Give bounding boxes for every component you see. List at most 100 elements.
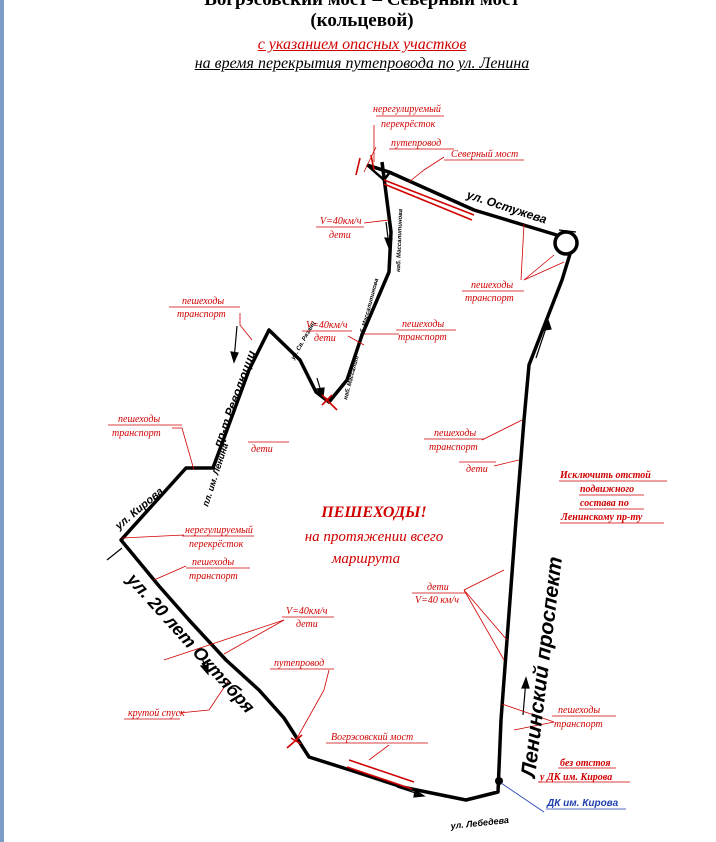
label-ped-left-top-1: пешеходы	[182, 296, 224, 307]
label-speed-oct-2: дети	[296, 619, 318, 630]
label-unreg-top-1: нерегулируемый	[373, 104, 441, 115]
street-lenina-pl: пл. им. Ленина	[200, 442, 230, 508]
street-revolyutsii: пр-т Революции	[211, 348, 259, 449]
street-nab-2: наб. Массалитинова	[357, 277, 380, 340]
street-lebedeva: ул. Лебедева	[449, 815, 509, 831]
overpass-mark-top-2	[370, 154, 375, 171]
label-children-speed-right-1: дети	[427, 582, 449, 593]
label-unreg-left-2: перекрёсток	[189, 539, 244, 550]
header: "Вогрэсовский мост – Северный мост" (кол…	[8, 0, 716, 73]
leader-ped-lt	[239, 313, 253, 341]
street-nab-1: наб. Массалитинова	[395, 208, 404, 272]
leader-steep	[178, 679, 230, 714]
leader-children-rt-1	[463, 569, 505, 591]
leader-overpass-top	[363, 146, 377, 173]
arrow-head-icon	[384, 237, 393, 250]
leader-ped-br-2	[513, 721, 555, 731]
leader-children-rt	[493, 459, 520, 467]
leader-unreg-lt	[121, 534, 185, 539]
arrow-head-icon	[521, 676, 530, 689]
arrow-ring-icon	[558, 229, 577, 233]
arrow-head-icon	[543, 318, 552, 331]
dk-kirova-link[interactable]: ДК им. Кирова	[500, 782, 626, 813]
label-exclude-1: Исключить отстой	[559, 470, 651, 481]
label-speed-top-1: V=40км/ч	[320, 216, 362, 227]
label-ped-right-mid-2: транспорт	[429, 442, 478, 453]
label-speed-mid-2: дети	[314, 333, 336, 344]
label-ped-left-mid-1: пешеходы	[118, 414, 160, 425]
title-line-1: "Вогрэсовский мост – Северный мост"	[8, 0, 716, 11]
north-bridge-mark-2	[383, 183, 473, 221]
label-ped-kirova-1: пешеходы	[192, 557, 234, 568]
leader-ped-rt-2	[523, 254, 555, 281]
label-ped-br-2: транспорт	[554, 719, 603, 730]
label-speed-oct-1: V=40км/ч	[286, 606, 328, 617]
hazard-labels: нерегулируемый перекрёсток путепровод Се…	[108, 104, 667, 783]
route-map: ул. Остужева Ленинский проспект пр-т Рев…	[106, 104, 667, 831]
label-unreg-left-1: нерегулируемый	[185, 525, 253, 536]
label-overpass-top: путепровод	[391, 138, 441, 149]
roundabout-icon	[553, 230, 579, 256]
center-warning: ПЕШЕХОДЫ! на протяжении всего маршрута	[305, 504, 444, 567]
label-exclude-2: подвижного	[580, 484, 634, 495]
leader-lines	[121, 125, 565, 761]
street-leninsky: Ленинский проспект	[517, 555, 567, 780]
dk-kirova-link-text[interactable]: ДК им. Кирова	[546, 798, 619, 809]
overpass-triangle	[366, 163, 393, 182]
label-children-speed-right-2: V=40 км/ч	[415, 595, 459, 606]
overpass-mark-top	[355, 157, 361, 176]
label-ped-br-1: пешеходы	[558, 705, 600, 716]
label-speed-mid-1: V=40км/ч	[306, 320, 348, 331]
arrow-head-icon	[199, 664, 209, 676]
label-overpass-bottom: путепровод	[274, 658, 324, 669]
label-no-stop-1: без отстоя	[560, 758, 611, 769]
leader-north-bridge	[408, 156, 445, 183]
north-bridge-mark	[383, 179, 475, 216]
arrow-head-icon	[413, 788, 426, 798]
vogres-bridge-mark-2	[346, 766, 413, 790]
label-speed-top-2: дети	[329, 230, 351, 241]
leader-overpass-bottom	[295, 669, 330, 741]
center-warning-line3: маршрута	[331, 551, 400, 567]
arrow-head-icon	[230, 351, 239, 364]
label-steep-descent: крутой спуск	[128, 708, 185, 719]
leader-ped-kirova	[153, 565, 187, 581]
title-line-2: (кольцевой)	[310, 9, 414, 31]
label-ped-nab-1: пешеходы	[402, 319, 444, 330]
label-ped-nab-2: транспорт	[398, 332, 447, 343]
label-ped-left-top-2: транспорт	[177, 309, 226, 320]
leader-speed-oct-1	[163, 619, 285, 661]
subtitle-hazards: с указанием опасных участков	[257, 35, 467, 53]
label-no-stop-2: у ДК им. Кирова	[539, 772, 612, 783]
leader-ped-rt-1	[520, 223, 525, 281]
leader-ped-rt-3	[523, 261, 565, 281]
hazard-marks	[286, 154, 475, 790]
overpass-mark-bottom-2	[286, 734, 303, 749]
vogres-bridge-mark	[348, 759, 415, 783]
leader-speed-oct-2	[223, 619, 285, 655]
label-north-bridge: Северный мост	[451, 149, 518, 160]
street-oktyabrya: ул. 20 лет Октября	[122, 569, 259, 718]
leader-speed-top	[363, 219, 390, 224]
center-warning-title: ПЕШЕХОДЫ!	[320, 504, 426, 521]
leader-vogres	[368, 744, 390, 761]
label-ped-left-mid-2: транспорт	[112, 428, 161, 439]
direction-arrows	[106, 221, 577, 798]
label-children-left: дети	[251, 444, 273, 455]
label-children-right: дети	[466, 464, 488, 475]
label-ped-kirova-2: транспорт	[189, 571, 238, 582]
route-loop	[119, 161, 579, 802]
label-ped-right-mid-1: пешеходы	[434, 428, 476, 439]
label-vogres-bridge: Вогрэсовский мост	[331, 732, 413, 743]
leader-children-rt-2	[463, 589, 508, 641]
label-ped-right-top-2: транспорт	[465, 293, 514, 304]
leader-ped-br	[501, 703, 555, 723]
arrow-kirova-icon	[106, 547, 123, 561]
label-exclude-3: состава по	[580, 498, 629, 509]
subtitle-closure: на время перекрытия путепровода по ул. Л…	[194, 55, 530, 73]
center-warning-line2: на протяжении всего	[305, 529, 444, 545]
label-unreg-top-2: перекрёсток	[381, 119, 436, 130]
leader-ped-rt-mid	[481, 419, 523, 441]
label-exclude-4: Ленинскому пр-ту	[560, 512, 643, 523]
